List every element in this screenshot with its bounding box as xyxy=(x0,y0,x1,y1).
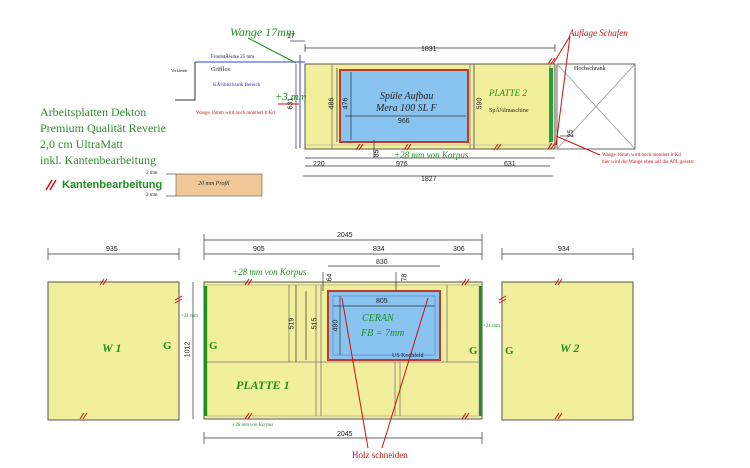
dim-2045: 2045 xyxy=(337,232,353,239)
dim-1012: 1012 xyxy=(184,341,192,358)
hochschrank-label: Hochschrank xyxy=(574,66,606,72)
dim-25: 25 xyxy=(567,129,575,138)
dim-966: 966 xyxy=(398,118,410,125)
dim-78: 78 xyxy=(401,273,409,282)
spec-line-1: Arbeitsplatten Dekton xyxy=(40,105,147,119)
dim-490: 490 xyxy=(332,319,340,332)
sink-cutout xyxy=(339,69,469,143)
platte-1-label: PLATTE 1 xyxy=(236,378,290,392)
dim-834: 834 xyxy=(373,246,385,253)
dim-830: 830 xyxy=(376,259,388,266)
kochfeld-label: US Kochfeld xyxy=(392,353,424,359)
wange-w2 xyxy=(501,281,634,421)
dim-64: 64 xyxy=(326,273,334,282)
dim-306: 306 xyxy=(453,246,465,253)
fb-label: FB = 7mm xyxy=(361,328,405,339)
note-right-1: Wange 16mm wird noch montiert lt Kd xyxy=(602,153,681,158)
spuel-label: SpÃ¼lmaschine xyxy=(489,108,529,114)
wange-17-title: Wange 17mm xyxy=(230,25,295,39)
dim-85: 85 xyxy=(373,149,381,158)
dim-486: 486 xyxy=(328,97,336,110)
dim-17: 17 xyxy=(287,33,295,40)
platte-2-label: PLATTE 2 xyxy=(489,88,527,98)
wange-note-left: Wange 16mm wird noch montiert lt Kd xyxy=(196,111,275,116)
profile-dim-bottom: 2 mm xyxy=(146,193,158,198)
dim-476: 476 xyxy=(342,97,350,110)
profile-dim-top: 2 mm xyxy=(146,171,158,176)
wange-w1 xyxy=(47,281,180,421)
kuehl-label: KÃ¼hlschrank Bereich xyxy=(213,83,261,88)
wange-right xyxy=(549,68,553,142)
korpus-bottom-bot: +28 mm von Korpus xyxy=(232,423,274,428)
w2-label: W 2 xyxy=(560,341,580,355)
dim-935: 935 xyxy=(106,246,118,253)
holz-label: Holz schneiden xyxy=(352,450,408,460)
vorblende-label: Vorblende xyxy=(171,68,188,73)
dim-934: 934 xyxy=(558,246,570,253)
spec-line-4: inkl. Kantenbearbeitung xyxy=(40,153,156,167)
front-line-1: FrontstÃ¼rke 25 mm xyxy=(211,55,255,60)
dim-1831: 1831 xyxy=(421,46,437,53)
dim-2045-bottom: 2045 xyxy=(337,431,353,438)
plus-21-left: +21 mm xyxy=(181,314,198,319)
dim-515: 515 xyxy=(311,317,319,330)
sink-line-1: Spüle Aufbau xyxy=(380,91,434,102)
dim-631b: 631 xyxy=(504,161,516,168)
profile-label: 20 mm Profil xyxy=(198,181,230,187)
dim-590: 590 xyxy=(476,97,484,110)
spec-line-2: Premium Qualität Reverie xyxy=(40,121,166,135)
note-right-2: hier wird die Wange oben auf die APL ges… xyxy=(602,160,694,165)
dim-905: 905 xyxy=(253,246,265,253)
w1-label: W 1 xyxy=(102,341,122,355)
dim-220: 220 xyxy=(313,161,325,168)
dim-631: 631 xyxy=(287,97,295,110)
dim-976: 976 xyxy=(396,161,408,168)
g-label-3: G xyxy=(469,345,478,357)
korpus-bottom-top: +28 mm von Korpus xyxy=(232,267,307,277)
ceran-label: CERAN xyxy=(362,313,394,324)
dim-519: 519 xyxy=(288,317,296,330)
edge-legend-label: Kantenbearbeitung xyxy=(62,179,163,191)
g-label-2: G xyxy=(209,340,218,352)
plus-3mm: +3 mm xyxy=(275,91,307,103)
dim-805: 805 xyxy=(376,298,388,305)
dim-1827: 1827 xyxy=(421,176,437,183)
profile-sample xyxy=(175,173,263,197)
korpus-top: +28 mm von Korpus xyxy=(394,150,469,160)
front-line-2: Grifflos xyxy=(211,67,230,73)
g-label-4: G xyxy=(505,345,514,357)
plus-21-right: +21 mm xyxy=(483,324,500,329)
sink-line-2: Mera 100 SL F xyxy=(376,103,437,114)
spec-line-3: 2,0 cm UltraMatt xyxy=(40,137,123,151)
g-label-1: G xyxy=(163,340,172,352)
auflage-label: Auflage Schafen xyxy=(569,28,628,38)
